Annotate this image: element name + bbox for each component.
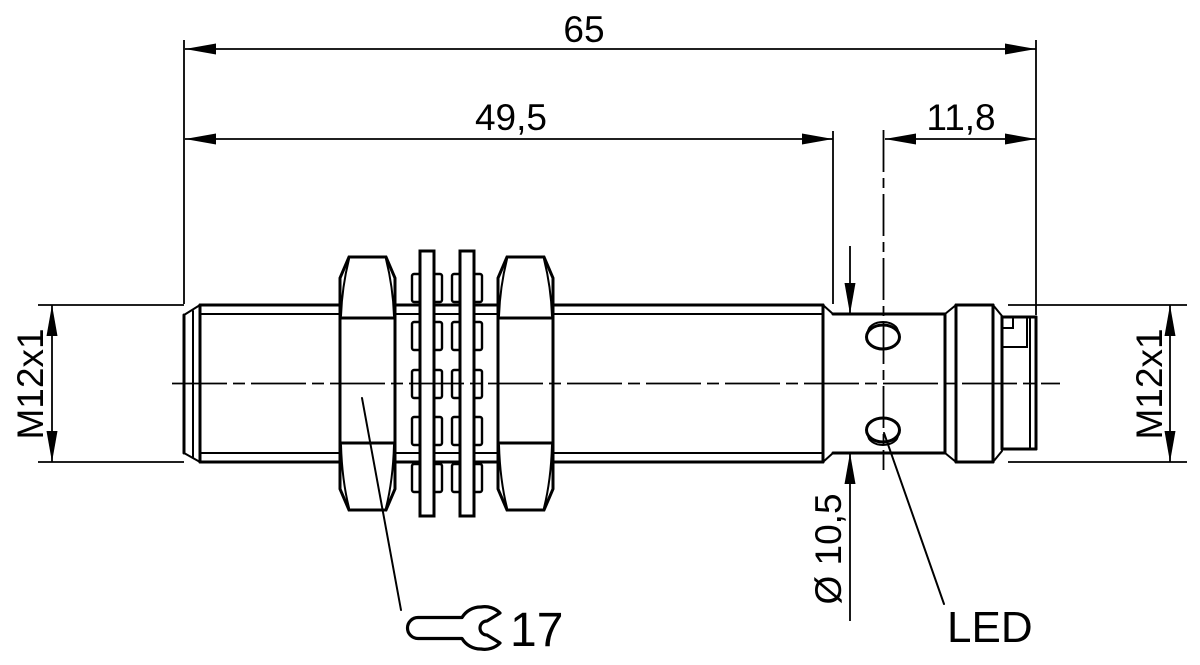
sensor-body [182,303,1038,464]
dim-label-overall: 65 [563,9,604,50]
dim-thread-right: M12x1 [1008,304,1187,463]
dim-label-housing: 49,5 [475,97,547,138]
dim-housing-length: 49,5 [185,97,833,145]
keyway-notch-outer [1001,316,1028,348]
callouts: 17 LED [361,397,1033,657]
dim-thread-left: M12x1 [10,304,184,463]
dim-sleeve-diameter: Ø 10,5 [808,246,856,621]
dim-label-connector: 11,8 [926,97,995,138]
wrench-leader-line [361,397,402,611]
dim-label-sleeve-diameter: Ø 10,5 [808,493,849,604]
dim-connector-length: 11,8 [885,97,1036,145]
open-end-wrench-icon [405,605,502,651]
led-label: LED [947,603,1033,652]
led-bottom-depth-arc [867,434,899,446]
keyway-notch-inner [1001,316,1014,329]
dim-label-thread-left: M12x1 [10,328,51,439]
dim-overall-length: 65 [185,9,1036,55]
dim-label-thread-right: M12x1 [1129,328,1170,439]
centerlines [172,130,1060,470]
dimensions: 65 49,5 11,8 M12x1 [10,9,1187,621]
led-leader-line [883,432,945,605]
wrench-size-label: 17 [510,604,563,657]
